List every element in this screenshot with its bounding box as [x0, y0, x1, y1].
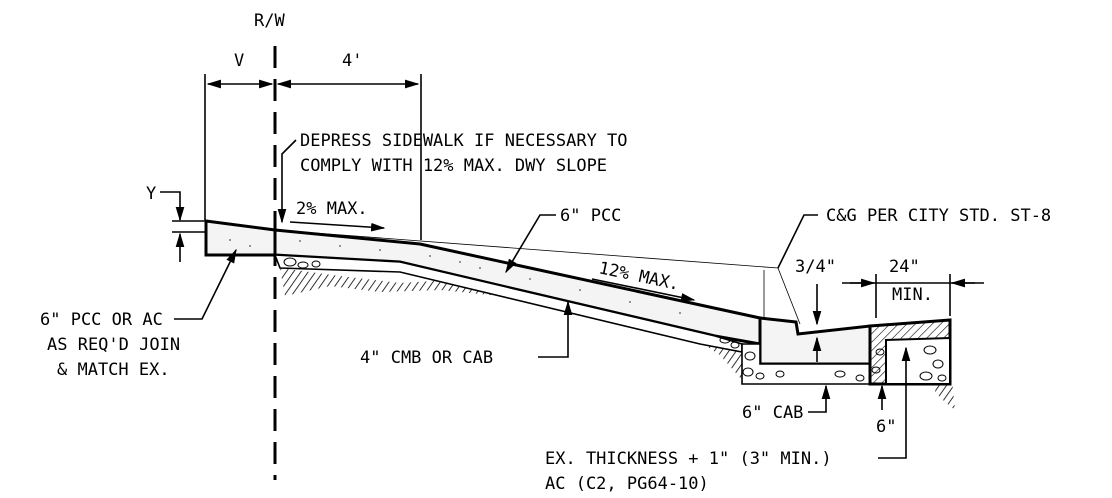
curb-base-stones [742, 351, 865, 382]
depress-note-line2: COMPLY WITH 12% MAX. DWY SLOPE [300, 156, 607, 176]
two-percent-arrow [289, 221, 386, 232]
rw-label: R/W [254, 11, 285, 31]
cmb-leader [538, 300, 573, 358]
curb-gutter [758, 316, 872, 366]
twelve-percent-arrow [591, 278, 696, 302]
curb-top-projection [777, 267, 801, 325]
left-pavement-block [204, 219, 277, 257]
ex-thickness-line1: EX. THICKNESS + 1" (3" MIN.) [545, 449, 832, 469]
v-label: V [234, 51, 244, 71]
four-ft-label: 4' [342, 51, 362, 71]
cg-note: C&G PER CITY STD. ST-8 [826, 206, 1051, 226]
ex-thickness-line2: AC (C2, PG64-10) [545, 474, 709, 494]
six-pcc-leader [505, 214, 556, 274]
y-leader [160, 191, 181, 212]
pcc-ac-line3: & MATCH EX. [57, 360, 170, 380]
slab-aggregate [229, 239, 681, 314]
y-label: Y [146, 184, 156, 204]
pcc-ac-line2: AS REQ'D JOIN [47, 335, 180, 355]
pcc-ac-leader [174, 248, 237, 320]
ac-interior-stones [871, 345, 947, 382]
base-stones [283, 257, 740, 349]
six-pcc-label: 6" PCC [560, 206, 621, 226]
cmb-label: 4" CMB OR CAB [360, 348, 493, 368]
twentyfour-label: 24" [889, 257, 920, 277]
three-quarter-label: 3/4" [795, 257, 836, 277]
two-percent-label: 2% MAX. [296, 199, 368, 219]
six-cab-leader [808, 384, 831, 413]
ex-thickness-leader [878, 346, 911, 459]
cg-leader [777, 214, 818, 269]
six-cab-label: 6" CAB [742, 403, 803, 423]
depress-leader [277, 139, 297, 224]
six-in-label: 6" [876, 417, 896, 437]
pcc-ac-line1: 6" PCC OR AC [40, 310, 163, 330]
ac-interior [885, 336, 951, 385]
depress-note-line1: DEPRESS SIDEWALK IF NECESSARY TO [300, 131, 628, 151]
existing-grade-line [274, 229, 779, 269]
min-label: MIN. [892, 285, 933, 305]
